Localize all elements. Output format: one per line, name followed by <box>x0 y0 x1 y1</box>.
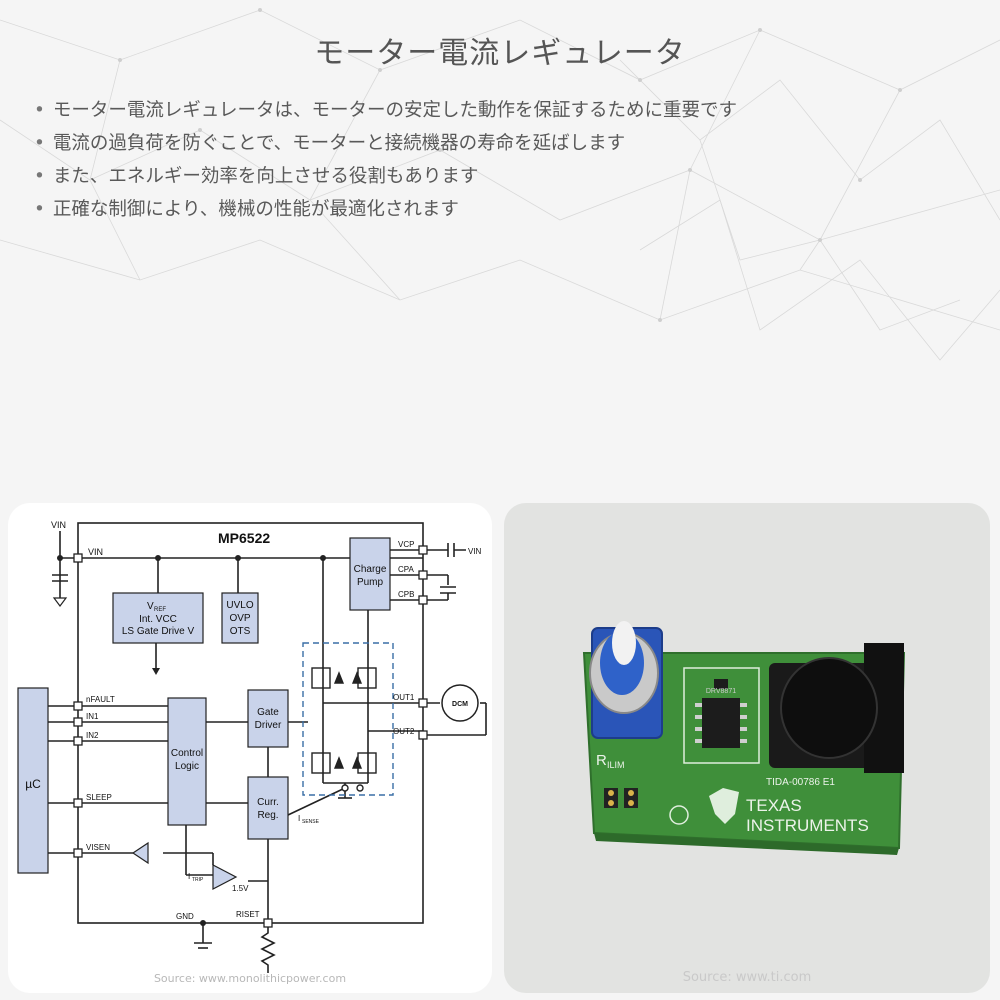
driver-label: Driver <box>255 720 282 731</box>
page-title: モーター電流レギュレータ <box>314 36 686 71</box>
reg-label: Reg. <box>257 810 278 821</box>
isense-label: I <box>298 814 300 823</box>
ovp-label: OVP <box>229 613 250 624</box>
ots-label: OTS <box>230 626 251 637</box>
chip-name: MP6522 <box>218 530 270 546</box>
bullet-item: また、エネルギー効率を向上させる役割もあります <box>34 160 737 193</box>
pcb-illustration: R ILIM DRV8871 TIDA-00786 E1 TEXAS INSTR… <box>582 621 906 855</box>
cpb-label: CPB <box>398 590 414 599</box>
isense-subscript: SENSE <box>302 819 320 825</box>
logic-label: Logic <box>175 761 199 772</box>
bullet-list: モーター電流レギュレータは、モーターの安定した動作を保証するために重要です 電流… <box>34 94 737 226</box>
ls-gate-label: LS Gate Drive V <box>122 626 195 637</box>
vin-cap-label: VIN <box>468 547 482 556</box>
v15-label: 1.5V <box>232 884 249 893</box>
pump-label: Pump <box>357 577 384 588</box>
int-vcc-label: Int. VCC <box>139 614 177 625</box>
itrip-label: I <box>188 872 190 881</box>
nfault-label: nFAULT <box>86 695 115 704</box>
visen-label: VISEN <box>86 843 110 852</box>
in1-label: IN1 <box>86 712 99 721</box>
circuit-diagram-panel: MP6522 VIN VIN V REF Int. VCC LS Gate Dr… <box>8 503 492 993</box>
in2-label: IN2 <box>86 731 99 740</box>
vref-subscript: REF <box>154 607 166 613</box>
r-label: R <box>596 752 607 769</box>
bullet-item: モーター電流レギュレータは、モーターの安定した動作を保証するために重要です <box>34 94 737 127</box>
dcm-label: DCM <box>452 701 468 708</box>
bullet-item: 正確な制御により、機械の性能が最適化されます <box>34 193 737 226</box>
board-label: TIDA-00786 E1 <box>766 777 835 788</box>
itrip-subscript: TRIP <box>192 877 204 883</box>
r-subscript: ILIM <box>607 760 625 770</box>
gate-label: Gate <box>257 707 279 718</box>
mcu-label: µC <box>25 777 41 791</box>
vin-pin-label: VIN <box>88 547 103 557</box>
left-image-source: Source: www.monolithicpower.com <box>153 972 347 985</box>
right-image-source: Source: www.ti.com <box>682 970 812 985</box>
bullet-item: 電流の過負荷を防ぐことで、モーターと接続機器の寿命を延ばします <box>34 127 737 160</box>
brand-texas: TEXAS <box>746 796 802 815</box>
ti-logo-icon <box>709 788 739 824</box>
out2-label: OUT2 <box>393 727 415 736</box>
pcb-photo-panel: R ILIM DRV8871 TIDA-00786 E1 TEXAS INSTR… <box>504 503 990 993</box>
control-label: Control <box>171 748 203 759</box>
gnd-label: GND <box>176 912 194 921</box>
sleep-label: SLEEP <box>86 793 112 802</box>
cpa-label: CPA <box>398 565 415 574</box>
riset-label: RISET <box>236 910 260 919</box>
vcp-label: VCP <box>398 540 414 549</box>
curr-label: Curr. <box>257 797 279 808</box>
charge-label: Charge <box>354 564 387 575</box>
out1-label: OUT1 <box>393 693 415 702</box>
uvlo-label: UVLO <box>226 600 253 611</box>
chip-label: DRV8871 <box>706 688 736 695</box>
vin-top-label: VIN <box>51 520 66 530</box>
vref-label: V <box>147 601 154 612</box>
mp6522-block-diagram: MP6522 VIN VIN V REF Int. VCC LS Gate Dr… <box>17 520 487 973</box>
brand-instruments: INSTRUMENTS <box>746 816 869 835</box>
